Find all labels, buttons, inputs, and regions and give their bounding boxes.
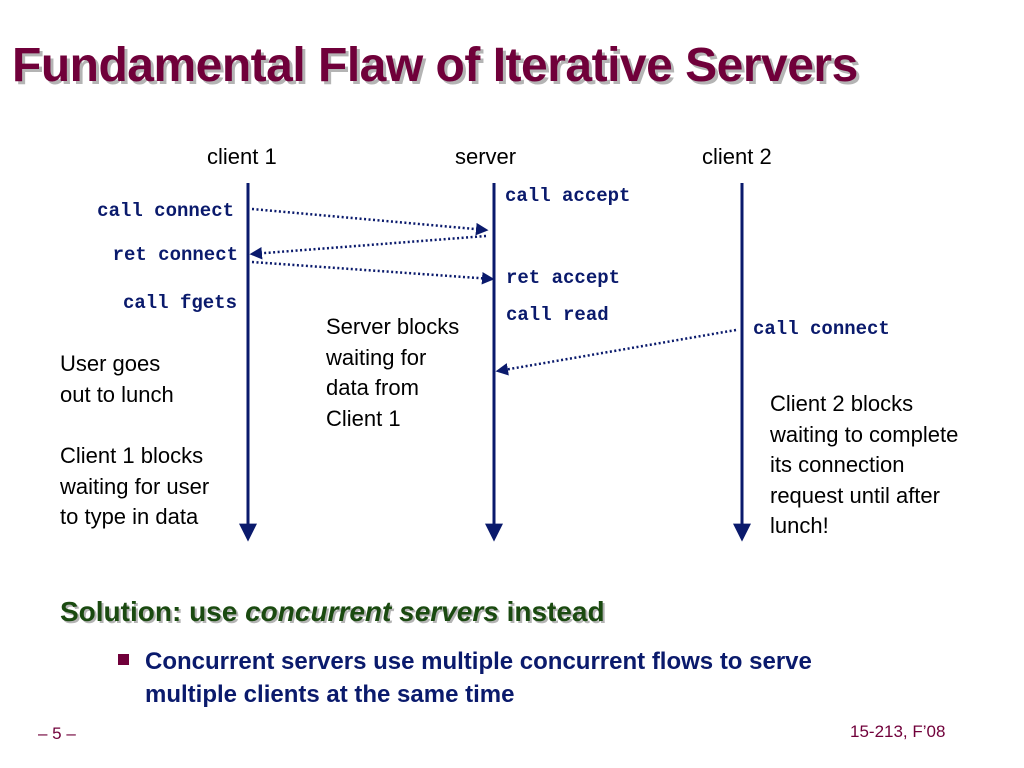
note-line: its connection — [770, 452, 905, 477]
bullet-square-icon — [118, 654, 129, 665]
connect-return-arrow — [249, 234, 487, 260]
note-line: request until after — [770, 482, 940, 508]
server-blocks-note: Server blocks waiting for data from Clie… — [326, 312, 459, 434]
note-line: out to lunch — [60, 381, 174, 407]
client1-call-connect: call connect — [97, 200, 234, 222]
note-line: data from — [326, 375, 419, 400]
server-header: server — [455, 144, 517, 169]
page-number: – 5 – — [38, 724, 76, 743]
user-lunch-note: User goes out to lunch — [60, 349, 174, 410]
course-label: 15-213, F’08 — [850, 722, 946, 741]
bullet-line: multiple clients at the same time — [145, 681, 515, 708]
client2-connect-arrow — [495, 328, 737, 376]
server-ret-accept: ret accept — [506, 267, 621, 289]
client2-header: client 2 — [702, 144, 772, 169]
note-line: Client 1 — [326, 405, 401, 431]
client1-header: client 1 — [207, 144, 277, 169]
solution-heading: Solution: use concurrent servers instead — [60, 596, 605, 628]
note-line: Client 2 blocks — [770, 391, 914, 416]
slide-title: Fundamental Flaw of Iterative Servers — [12, 39, 858, 92]
bullet-line: Concurrent servers use multiple concurre… — [145, 648, 812, 675]
server-call-read: call read — [506, 304, 609, 326]
note-line: to type in data — [60, 504, 199, 529]
note-line: waiting for — [326, 344, 427, 370]
solution-suffix: instead — [498, 596, 605, 627]
server-call-accept: call accept — [505, 185, 631, 207]
accept-return-arrow — [251, 260, 495, 285]
solution-prefix: Solution: use — [60, 596, 246, 627]
note-line: lunch! — [770, 513, 829, 538]
connect-request-arrow — [251, 207, 489, 236]
client2-blocks-note: Client 2 blocks waiting to complete its … — [770, 389, 958, 542]
note-line: Client 1 blocks — [60, 443, 204, 468]
client1-ret-connect: ret connect — [112, 244, 238, 266]
note-line: waiting to complete — [770, 421, 959, 447]
bullet-text: Concurrent servers use multiple concurre… — [145, 645, 812, 711]
note-line: Server blocks — [326, 314, 460, 339]
note-line: waiting for user — [60, 473, 210, 499]
client1-blocks-note: Client 1 blocks waiting for user to type… — [60, 441, 209, 533]
solution-emphasis: concurrent servers — [245, 596, 499, 627]
client1-call-fgets: call fgets — [122, 292, 237, 314]
note-line: User goes — [60, 351, 161, 376]
client2-call-connect: call connect — [753, 318, 890, 340]
